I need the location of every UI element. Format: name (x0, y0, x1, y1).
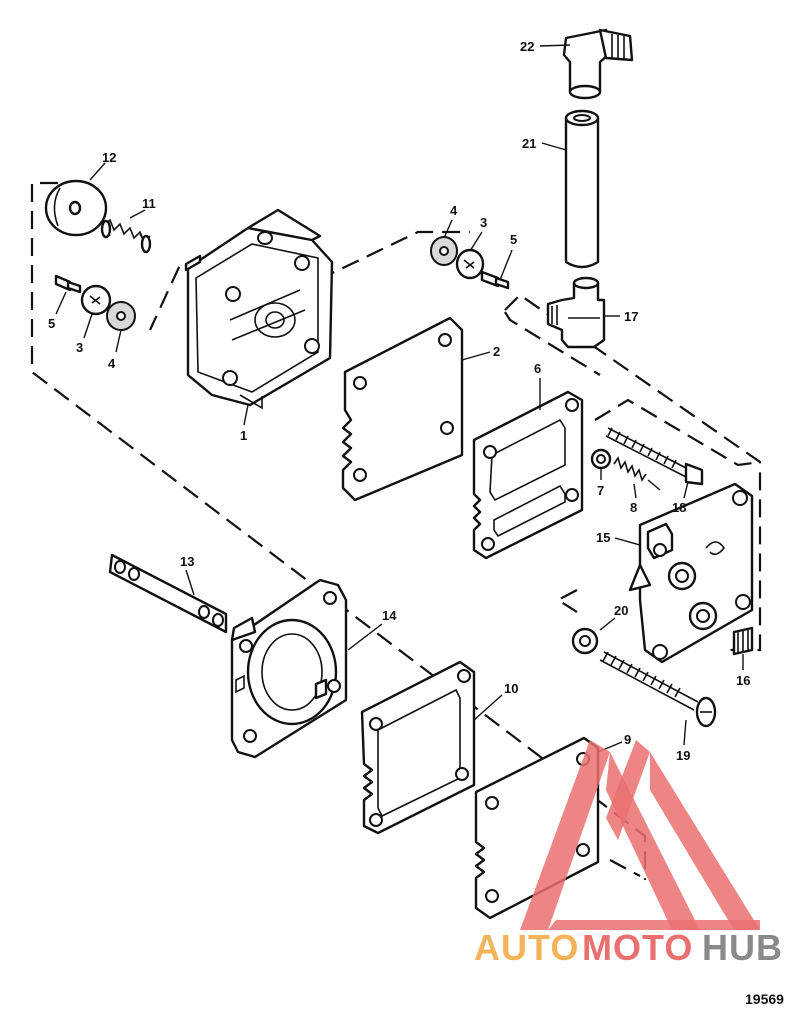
callout-5-left: 5 (48, 316, 55, 331)
callout-9: 9 (624, 732, 631, 747)
part-4-screen-left (106, 301, 136, 331)
callout-12: 12 (102, 150, 116, 165)
callout-1: 1 (240, 428, 247, 443)
part-16-fitting (732, 626, 754, 656)
callout-13: 13 (180, 554, 194, 569)
callout-4-right: 4 (450, 203, 458, 218)
part-5-check-valve-left (54, 274, 82, 294)
callout-4-left: 4 (108, 356, 116, 371)
callout-10: 10 (504, 681, 518, 696)
part-18-screw (605, 427, 704, 486)
callout-17: 17 (624, 309, 638, 324)
callout-11: 11 (142, 196, 156, 211)
callout-16: 16 (736, 673, 750, 688)
part-7-washer (590, 448, 612, 470)
watermark-logo: AUTO MOTO HUB (474, 740, 783, 968)
part-15-cover-plate (628, 482, 754, 664)
watermark-text-moto: MOTO (582, 927, 693, 968)
part-13-gasket-strip (108, 553, 228, 634)
callout-19: 19 (676, 748, 690, 763)
watermark-text-hub: HUB (702, 927, 783, 968)
callout-labels: 22 21 17 12 11 5 3 4 1 2 4 3 5 6 7 8 18 … (48, 39, 750, 763)
callout-2: 2 (493, 344, 500, 359)
callout-20: 20 (614, 603, 628, 618)
callout-5-right: 5 (510, 232, 517, 247)
callout-21: 21 (522, 136, 536, 151)
part-8-spring (613, 456, 647, 482)
part-14-pump-base (230, 578, 348, 759)
part-22-elbow-fitting (562, 28, 634, 100)
part-19-screw (599, 651, 717, 728)
part-1-pump-body (184, 208, 334, 410)
leader-lines (55, 44, 744, 753)
callout-3-right: 3 (480, 215, 487, 230)
part-12-diaphragm-cap (44, 179, 108, 237)
part-21-tube (564, 109, 600, 269)
part-11-spring (100, 218, 152, 254)
part-5-check-valve-right (480, 270, 510, 290)
watermark-text-auto: AUTO (474, 927, 579, 968)
part-17-tee-fitting (546, 276, 606, 349)
part-20-washer (571, 627, 599, 655)
part-10-gasket (360, 660, 476, 835)
callout-18: 18 (672, 500, 686, 515)
figure-number: 19569 (745, 991, 784, 1007)
callout-7: 7 (597, 483, 604, 498)
callout-22: 22 (520, 39, 534, 54)
part-3-valve-disc-left (80, 284, 112, 316)
callout-8: 8 (630, 500, 637, 515)
part-4-screen-right (430, 236, 458, 266)
callout-6: 6 (534, 361, 541, 376)
part-6-gasket (472, 390, 584, 560)
callout-14: 14 (382, 608, 397, 623)
part-2-gasket (341, 316, 464, 502)
part-3-valve-disc-right (455, 248, 485, 280)
callout-3-left: 3 (76, 340, 83, 355)
callout-15: 15 (596, 530, 610, 545)
